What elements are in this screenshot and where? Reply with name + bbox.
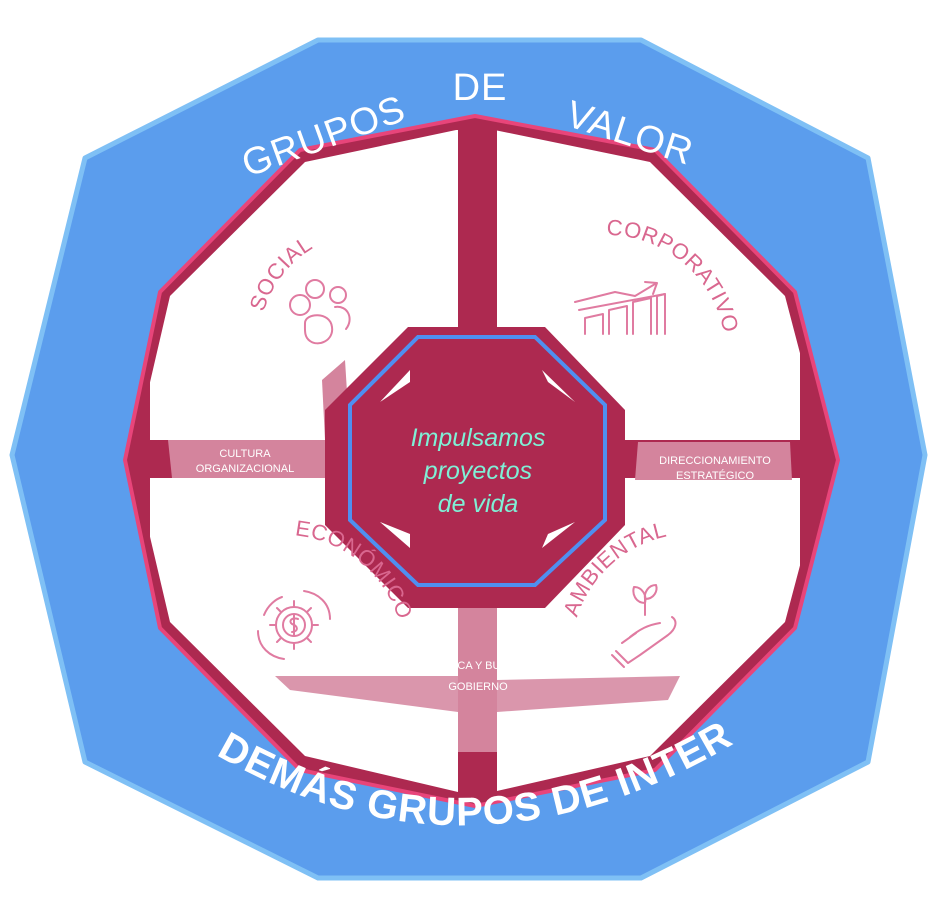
dollar-gear-icon	[257, 590, 331, 660]
band-left-line2: ORGANIZACIONAL	[196, 463, 294, 475]
band-left-line1: CULTURA	[219, 448, 271, 460]
band-bottom-line2: GOBIERNO	[448, 681, 508, 693]
band-bottom-diag	[275, 676, 458, 712]
band-bottom-line1: ÉTICA Y BUEN	[440, 659, 515, 672]
band-right-line2: ESTRATÉGICO	[676, 469, 754, 482]
band-right-line1: DIRECCIONAMIENTO	[659, 455, 771, 467]
bands	[168, 360, 792, 752]
band-right-diag	[497, 676, 680, 712]
center-notches	[380, 370, 575, 548]
hand-plant-icon	[611, 584, 677, 668]
center-line3: de vida	[438, 490, 519, 518]
band-bottom	[458, 600, 497, 752]
people-group-icon	[289, 279, 351, 345]
band-left	[168, 440, 335, 478]
center-inner-outline	[348, 335, 607, 587]
center-line2: proyectos	[423, 457, 532, 485]
center-line1: Impulsamos	[411, 424, 546, 452]
band-right	[635, 442, 792, 480]
title-word-de: DE	[453, 67, 508, 109]
growth-chart-icon	[574, 281, 666, 335]
